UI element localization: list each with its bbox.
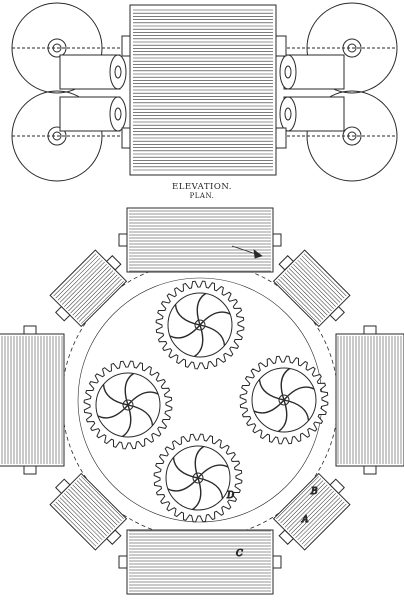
elevation-right-drums xyxy=(279,54,345,132)
caption-plan: PLAN. xyxy=(189,192,215,200)
gear-bottom xyxy=(153,433,243,523)
roller-top-left xyxy=(49,249,128,328)
roller-right xyxy=(335,325,404,475)
plan-rollers xyxy=(0,207,404,595)
elevation-view xyxy=(11,2,398,182)
roller-top xyxy=(118,207,282,273)
plan-label-a: A xyxy=(301,515,309,525)
plan-view: A B C D xyxy=(0,207,404,595)
elevation-left-drums xyxy=(59,54,127,132)
gear-right xyxy=(239,355,329,445)
roller-bottom-right xyxy=(272,472,351,551)
roller-bottom-left xyxy=(49,472,128,551)
roller-left xyxy=(0,325,65,475)
gear-top xyxy=(155,280,245,370)
gear-left xyxy=(83,360,173,450)
caption-elevation: ELEVATION. xyxy=(172,182,232,192)
plan-gears xyxy=(83,280,329,523)
plan-label-b: B xyxy=(310,487,318,497)
elevation-central-drum xyxy=(129,4,277,176)
plan-arrow xyxy=(231,245,263,259)
roller-bottom xyxy=(118,529,282,595)
plan-label-c: C xyxy=(236,549,243,559)
roller-top-right xyxy=(272,249,351,328)
plan-label-d: D xyxy=(226,491,234,501)
